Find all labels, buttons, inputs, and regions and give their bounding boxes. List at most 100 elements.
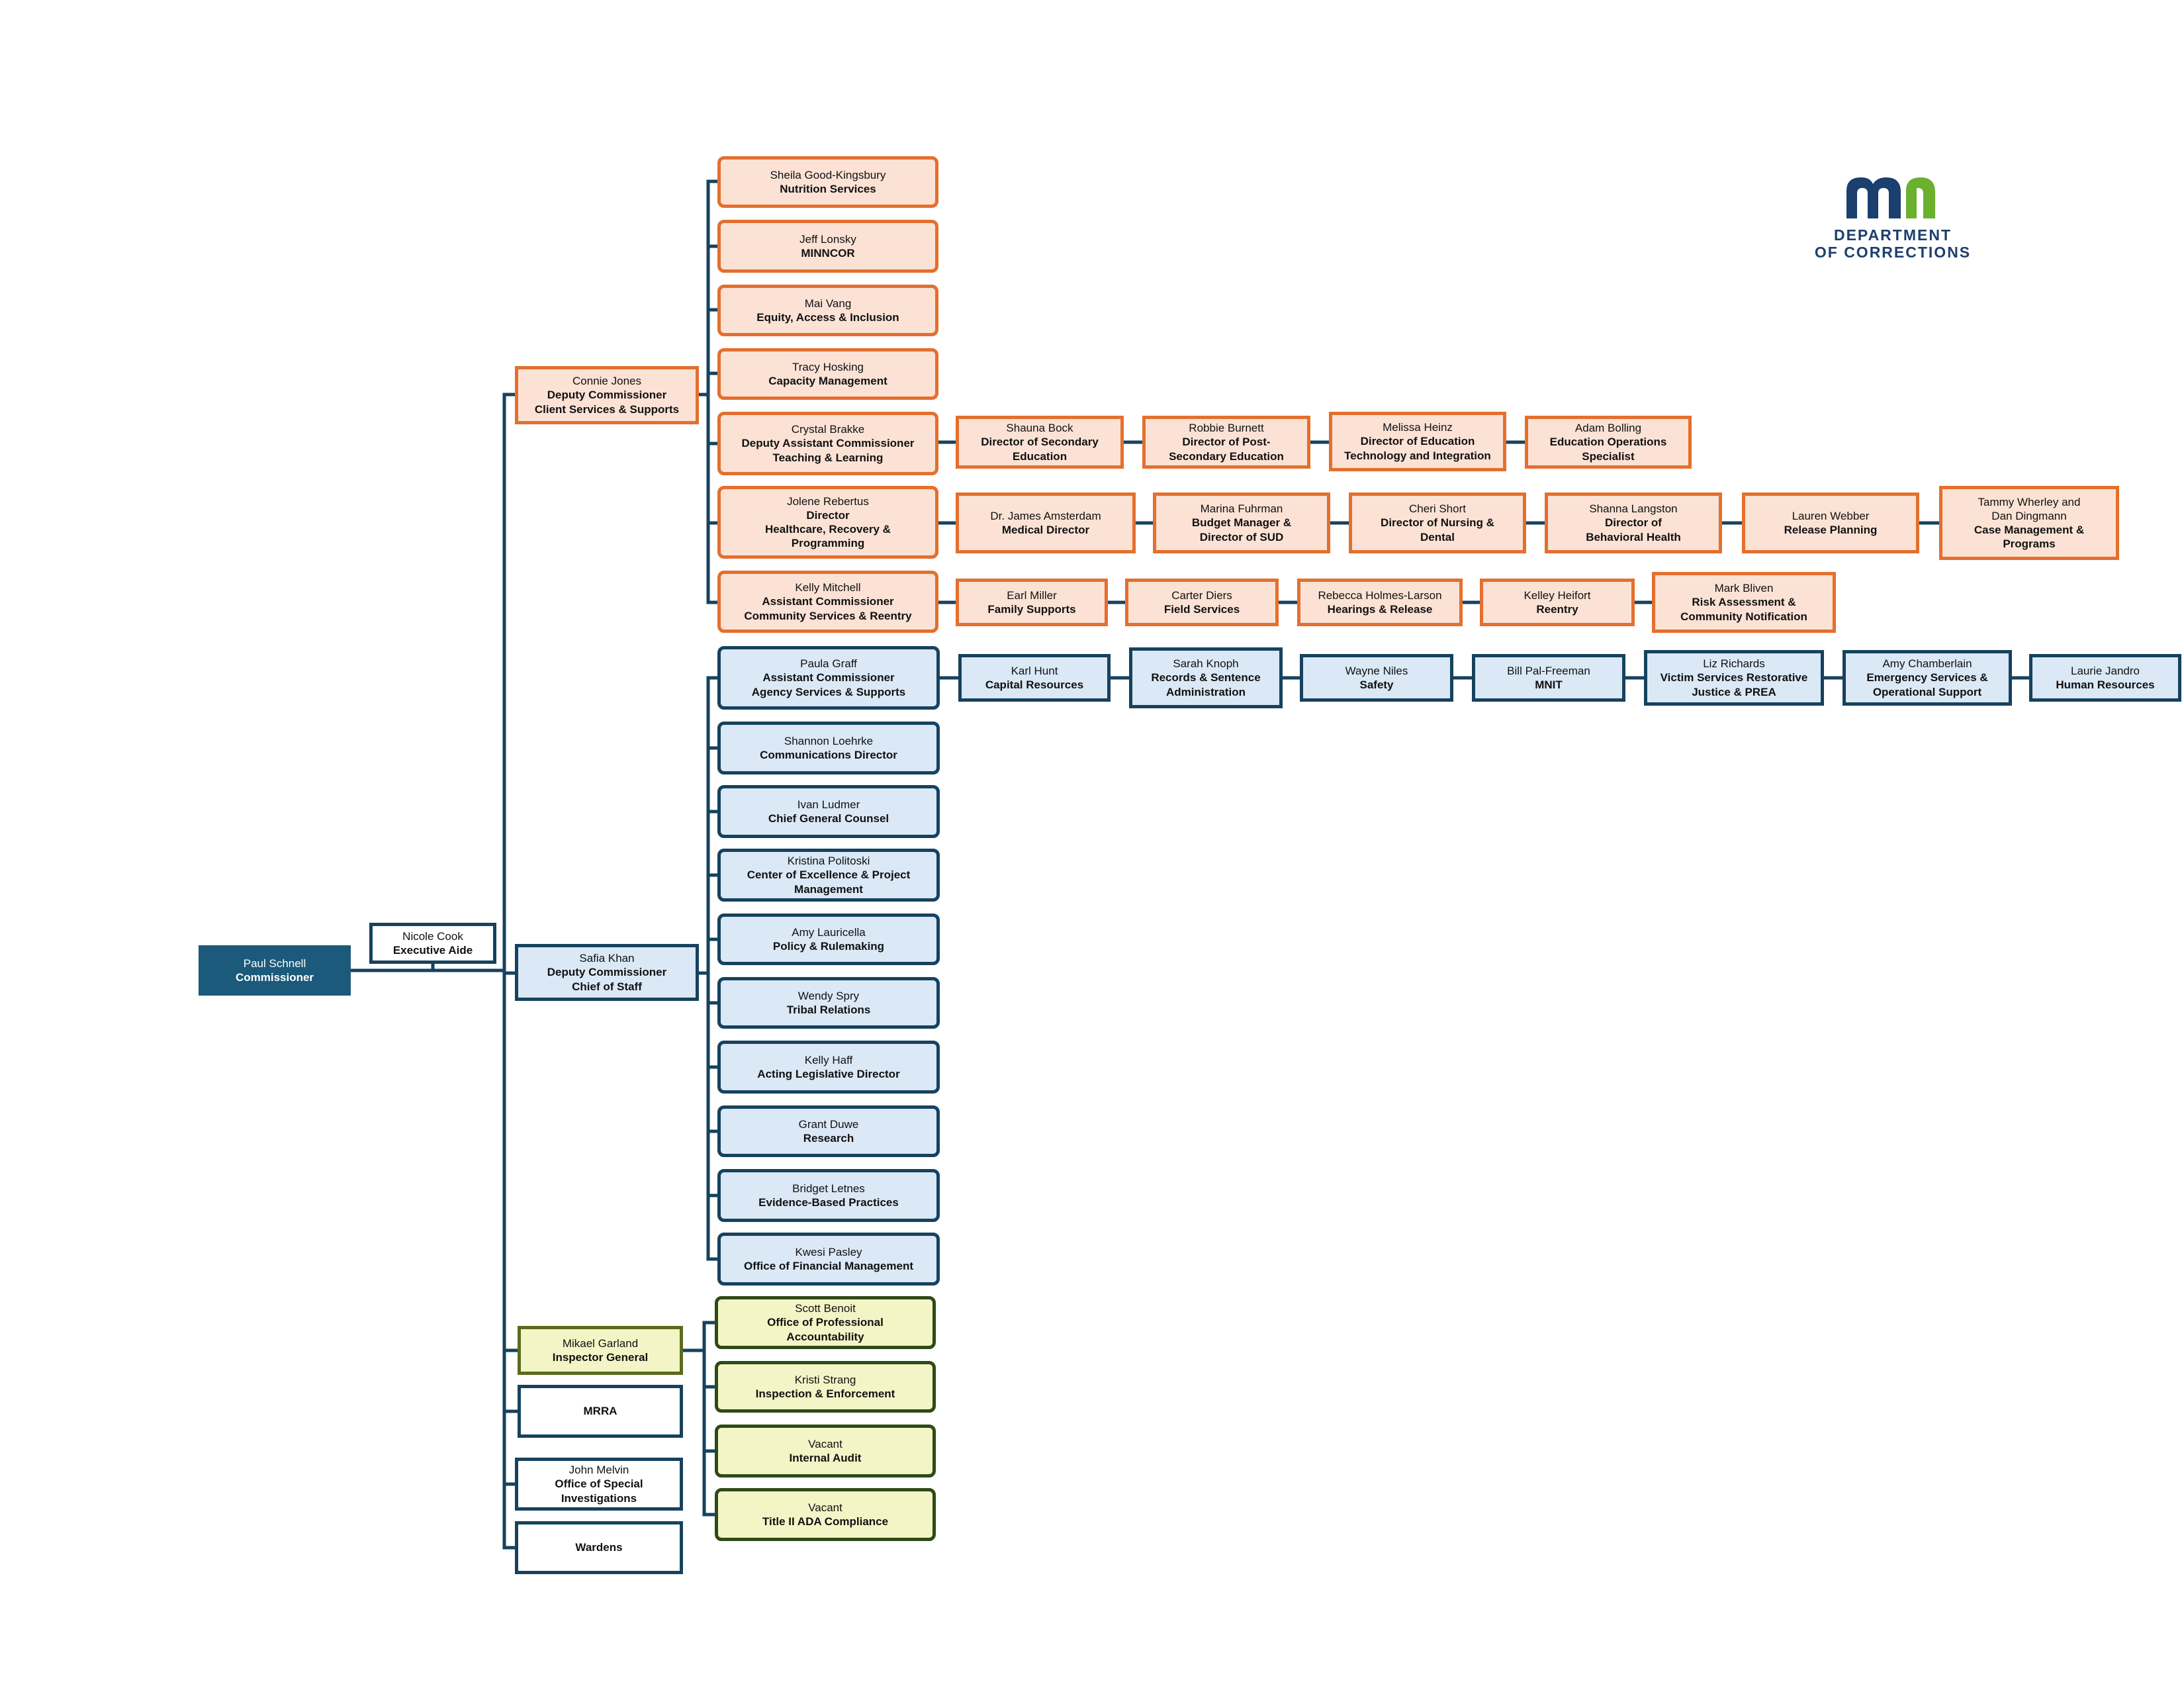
node-name: Scott Benoit: [795, 1302, 856, 1315]
node-records-sentence: Sarah Knoph Records & Sentence Administr…: [1129, 647, 1283, 708]
node-name: Bill Pal-Freeman: [1507, 664, 1590, 677]
node-inspector-general: Mikael Garland Inspector General: [518, 1326, 683, 1375]
node-name: Robbie Burnett: [1189, 422, 1264, 435]
node-emergency-services: Amy Chamberlain Emergency Services & Ope…: [1843, 650, 2012, 706]
node-title: Director of Post- Secondary Education: [1169, 436, 1284, 463]
node-case-management: Tammy Wherley and Dan Dingmann Case Mana…: [1939, 486, 2119, 560]
node-communications: Shannon Loehrke Communications Director: [717, 722, 940, 774]
node-secondary-education: Shauna Bock Director of Secondary Educat…: [956, 416, 1124, 469]
node-title: Executive Aide: [392, 944, 473, 957]
node-title: Emergency Services & Operational Support: [1866, 671, 1988, 698]
node-name: Jeff Lonsky: [799, 232, 856, 246]
node-tribal-relations: Wendy Spry Tribal Relations: [717, 977, 940, 1029]
node-name: Kelly Haff: [804, 1053, 853, 1066]
node-minncor: Jeff Lonsky MINNCOR: [717, 220, 938, 273]
node-title: Risk Assessment & Community Notification: [1680, 596, 1807, 623]
node-education-operations: Adam Bolling Education Operations Specia…: [1525, 416, 1692, 469]
node-nursing-dental: Cheri Short Director of Nursing & Dental: [1349, 492, 1526, 553]
node-title: Victim Services Restorative Justice & PR…: [1660, 671, 1808, 698]
node-name: Kelley Heifort: [1524, 588, 1591, 602]
node-title: Reentry: [1536, 603, 1578, 616]
node-title: Office of Financial Management: [744, 1260, 913, 1272]
node-legislative-director: Kelly Haff Acting Legislative Director: [717, 1041, 940, 1094]
node-safety: Wayne Niles Safety: [1300, 654, 1453, 702]
node-title: Wardens: [575, 1541, 623, 1554]
node-title: Capital Resources: [985, 679, 1084, 691]
node-deputy-chief-of-staff: Safia Khan Deputy Commissioner Chief of …: [515, 944, 699, 1001]
node-name: Vacant: [808, 1501, 842, 1514]
node-name: Kwesi Pasley: [795, 1245, 862, 1258]
node-name: Mai Vang: [804, 297, 852, 310]
node-name: Sarah Knoph: [1173, 657, 1239, 671]
node-title: Director of Secondary Education: [981, 436, 1099, 463]
node-behavioral-health: Shanna Langston Director of Behavioral H…: [1545, 492, 1722, 553]
node-title: Records & Sentence Administration: [1151, 671, 1261, 698]
node-family-supports: Earl Miller Family Supports: [956, 579, 1108, 626]
node-agency-services: Paula Graff Assistant Commissioner Agenc…: [717, 646, 940, 710]
node-hearings-release: Rebecca Holmes-Larson Hearings & Release: [1297, 579, 1463, 626]
node-title: Internal Audit: [789, 1452, 862, 1464]
node-title: Assistant Commissioner Community Service…: [744, 595, 912, 622]
node-risk-assessment: Mark Bliven Risk Assessment & Community …: [1652, 572, 1836, 633]
node-inspection-enforcement: Kristi Strang Inspection & Enforcement: [715, 1361, 936, 1413]
node-policy-rulemaking: Amy Lauricella Policy & Rulemaking: [717, 914, 940, 965]
logo-line-1: DEPARTMENT: [1833, 226, 1952, 244]
node-title: Deputy Commissioner Client Services & Su…: [534, 389, 680, 416]
node-name: Melissa Heinz: [1383, 421, 1453, 434]
node-title: Center of Excellence & Project Managemen…: [747, 868, 911, 896]
node-professional-accountability: Scott Benoit Office of Professional Acco…: [715, 1296, 936, 1349]
node-name: Tammy Wherley and Dan Dingmann: [1978, 495, 2081, 522]
node-title: Deputy Assistant Commissioner Teaching &…: [741, 437, 915, 464]
node-title: Family Supports: [987, 603, 1076, 616]
node-budget-sud: Marina Fuhrman Budget Manager & Director…: [1153, 492, 1330, 553]
node-name: Nicole Cook: [402, 929, 463, 943]
node-title: MINNCOR: [801, 247, 855, 259]
node-title: Title II ADA Compliance: [762, 1515, 889, 1528]
node-title: Field Services: [1163, 603, 1240, 616]
node-title: MNIT: [1535, 679, 1563, 691]
node-name: Dr. James Amsterdam: [990, 509, 1101, 522]
node-healthcare-recovery: Jolene Rebertus Director Healthcare, Rec…: [717, 486, 938, 559]
node-name: Jolene Rebertus: [787, 494, 869, 508]
node-title: Acting Legislative Director: [757, 1068, 900, 1080]
node-title: Policy & Rulemaking: [772, 940, 885, 953]
node-field-services: Carter Diers Field Services: [1125, 579, 1279, 626]
node-name: Cheri Short: [1409, 502, 1466, 516]
node-title: Capacity Management: [768, 375, 887, 387]
node-title: Office of Professional Accountability: [767, 1316, 884, 1343]
node-title: Director Healthcare, Recovery & Programm…: [765, 508, 891, 550]
node-name: Shauna Bock: [1006, 422, 1073, 435]
node-ada-compliance: Vacant Title II ADA Compliance: [715, 1488, 936, 1541]
node-mrra: MRRA: [518, 1385, 683, 1438]
node-title: Communications Director: [760, 749, 897, 761]
node-name: Amy Chamberlain: [1882, 657, 1972, 671]
node-victim-services: Liz Richards Victim Services Restorative…: [1644, 650, 1824, 706]
node-name: Kristina Politoski: [787, 855, 870, 868]
node-title: Human Resources: [2056, 679, 2155, 691]
node-title: Inspection & Enforcement: [755, 1387, 895, 1400]
node-title: Release Planning: [1784, 524, 1878, 536]
node-name: Liz Richards: [1703, 657, 1765, 671]
node-nutrition-services: Sheila Good-Kingsbury Nutrition Services: [717, 156, 938, 208]
node-internal-audit: Vacant Internal Audit: [715, 1425, 936, 1477]
node-special-investigations: John Melvin Office of Special Investigat…: [515, 1458, 683, 1511]
node-title: Office of Special Investigations: [555, 1477, 643, 1505]
node-reentry: Kelley Heifort Reentry: [1480, 579, 1635, 626]
node-name: John Melvin: [569, 1464, 629, 1477]
node-name: Shannon Loehrke: [784, 734, 874, 747]
node-name: Crystal Brakke: [791, 423, 865, 436]
node-education-technology: Melissa Heinz Director of Education Tech…: [1329, 412, 1506, 471]
node-name: Grant Duwe: [798, 1117, 859, 1131]
logo-line-2: OF CORRECTIONS: [1814, 244, 1972, 261]
node-post-secondary-education: Robbie Burnett Director of Post- Seconda…: [1142, 416, 1310, 469]
node-title: Nutrition Services: [780, 183, 876, 195]
node-name: Lauren Webber: [1792, 509, 1870, 522]
node-financial-management: Kwesi Pasley Office of Financial Managem…: [717, 1233, 940, 1286]
node-title: Chief General Counsel: [768, 812, 889, 825]
node-title: Research: [803, 1132, 854, 1145]
node-name: Paula Graff: [800, 657, 857, 671]
node-general-counsel: Ivan Ludmer Chief General Counsel: [717, 785, 940, 838]
node-name: Safia Khan: [579, 952, 635, 965]
node-evidence-based-practices: Bridget Letnes Evidence-Based Practices: [717, 1169, 940, 1222]
